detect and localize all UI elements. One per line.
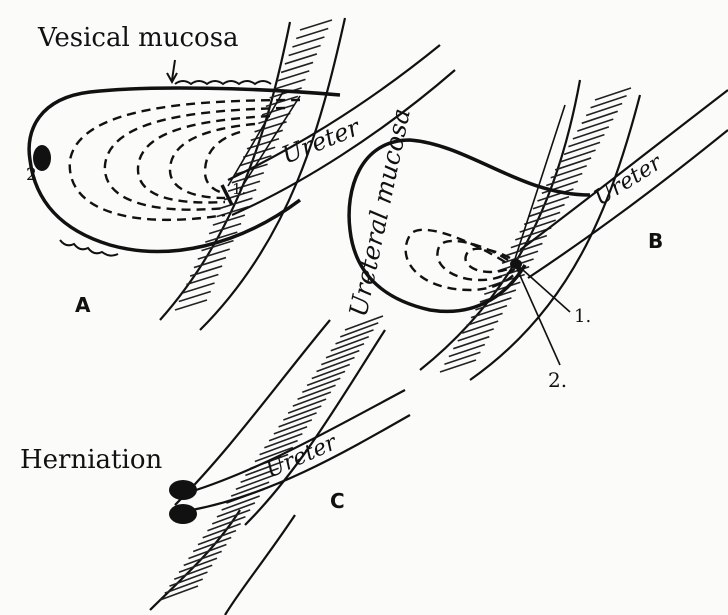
mucosa-beading-a — [175, 81, 271, 84]
point-a-1-label: 1. — [232, 180, 246, 198]
herniation-label: Herniation — [20, 445, 162, 475]
ureter-a-label: Ureter — [278, 113, 365, 170]
muscle-hatch-line — [440, 360, 476, 372]
ureterocele-sac-a — [29, 88, 340, 251]
muscle-hatch-line — [444, 352, 480, 364]
muscle-hatch-line — [577, 119, 613, 131]
muscle-hatch-line — [560, 150, 596, 162]
muscle-hatch-line — [546, 173, 582, 185]
ureter-c-label: Ureter — [262, 430, 342, 484]
muscle-hatch-line — [449, 344, 485, 356]
muscle-hatch-line — [453, 337, 489, 349]
panel-a-label: A — [75, 293, 91, 317]
muscle-hatch-line — [568, 135, 604, 147]
vesical-mucosa-label: Vesical mucosa — [37, 23, 239, 53]
panel-b-label: B — [648, 229, 663, 253]
bladder-wall-b — [420, 80, 640, 380]
point-b-2-label: 2. — [548, 368, 567, 392]
muscle-hatch-line — [529, 205, 565, 217]
muscle-hatch-line — [586, 104, 622, 116]
herniation-blob — [169, 480, 197, 500]
muscle-hatch-line — [533, 197, 569, 209]
muscle-hatch-line — [591, 96, 627, 108]
muscle-hatch-line — [564, 142, 600, 154]
muscle-hatch-line — [595, 88, 631, 100]
muscle-hatch-line — [573, 127, 609, 139]
point-a-2-label: 2 — [26, 165, 37, 185]
panel-c-label: C — [330, 489, 345, 513]
point-b-1-label: 1. — [574, 306, 591, 327]
muscle-hatch-line — [582, 111, 618, 123]
bladder-wall-a — [160, 18, 345, 330]
ureter-b-label: Ureter — [590, 150, 668, 211]
